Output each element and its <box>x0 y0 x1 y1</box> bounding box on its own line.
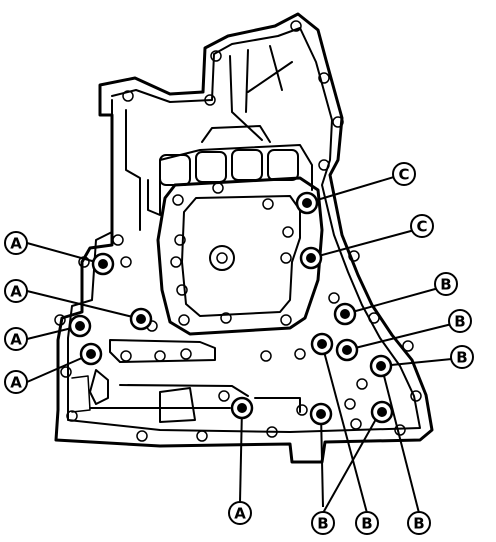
bolt-c2 <box>299 246 323 270</box>
svg-text:C: C <box>398 166 409 184</box>
callout-c1: C <box>392 162 416 186</box>
bolt-a4 <box>79 342 103 366</box>
bolt-b3 <box>369 354 393 378</box>
leader-lines <box>26 173 463 514</box>
callout-b1: B <box>434 272 458 296</box>
callout-b4: B <box>311 511 335 535</box>
callout-b5: B <box>355 511 379 535</box>
svg-text:B: B <box>413 515 424 533</box>
bolt-a3 <box>68 314 92 338</box>
bolt-b2 <box>335 338 359 362</box>
callout-a1: A <box>4 231 28 255</box>
callout-b3: B <box>450 345 474 369</box>
svg-text:B: B <box>456 349 467 367</box>
lower-passages <box>71 339 301 423</box>
callout-b2: B <box>448 309 472 333</box>
svg-text:B: B <box>317 515 328 533</box>
callout-labels: A A A A A B B B B B B C C <box>4 162 474 535</box>
svg-text:B: B <box>454 313 465 331</box>
svg-text:A: A <box>10 331 22 349</box>
svg-text:A: A <box>10 283 22 301</box>
callout-a3: A <box>4 327 28 351</box>
bolt-b6 <box>370 400 394 424</box>
bolt-a1 <box>91 252 115 276</box>
svg-text:A: A <box>234 505 246 523</box>
callout-a5: A <box>228 501 252 525</box>
callout-bolts <box>68 191 394 426</box>
callout-a4: A <box>4 370 28 394</box>
bolt-b4 <box>310 332 334 356</box>
svg-text:B: B <box>361 515 372 533</box>
bolt-c1 <box>295 191 319 215</box>
bolt-a5 <box>230 396 254 420</box>
svg-text:B: B <box>440 276 451 294</box>
svg-text:C: C <box>416 218 427 236</box>
callout-c2: C <box>410 214 434 238</box>
housing-outline <box>54 12 434 464</box>
callout-b6: B <box>407 511 431 535</box>
svg-text:A: A <box>10 374 22 392</box>
bolt-b5 <box>309 402 333 426</box>
bolt-b1 <box>333 302 357 326</box>
svg-text:A: A <box>10 235 22 253</box>
separator-plate <box>156 176 324 336</box>
callout-a2: A <box>4 279 28 303</box>
bolt-a2 <box>129 307 153 331</box>
